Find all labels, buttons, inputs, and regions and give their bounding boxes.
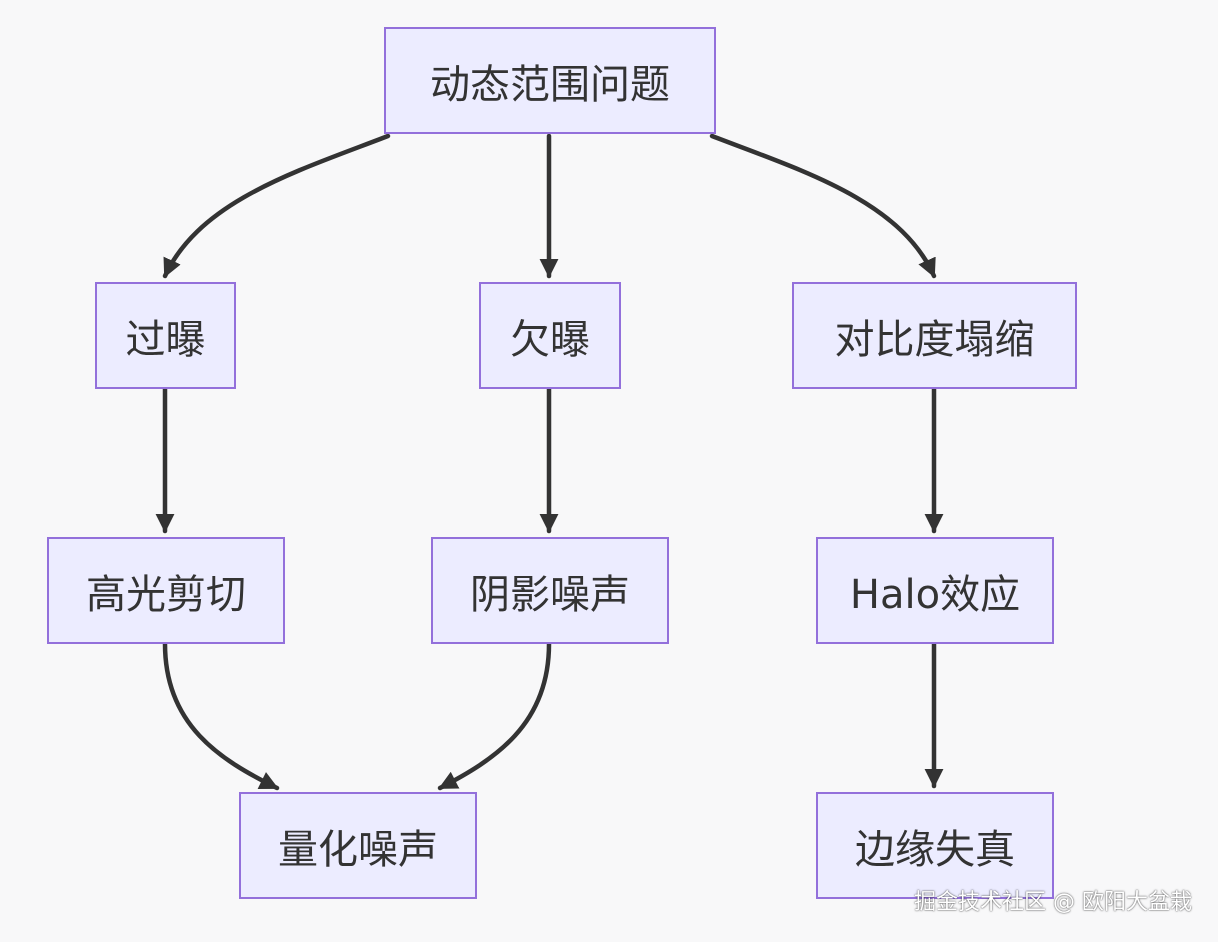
watermark-text: 掘金技术社区 @ 欧阳大盆栽 (914, 890, 1192, 915)
node-highlight-clipping: 高光剪切 (47, 537, 285, 644)
node-shadow-noise: 阴影噪声 (431, 537, 669, 644)
edge-shadow-noise-to-quantization-noise (437, 641, 552, 791)
node-quantization-noise: 量化噪声 (239, 792, 477, 899)
node-overexposure: 过曝 (95, 282, 236, 389)
node-edge-distortion: 边缘失真 (816, 792, 1054, 899)
node-dynamic-range-problem: 动态范围问题 (384, 27, 716, 134)
node-contrast-collapse: 对比度塌缩 (792, 282, 1077, 389)
edge-root-to-overexposure (162, 133, 391, 279)
node-underexposure: 欠曝 (479, 282, 621, 389)
node-halo-effect: Halo效应 (816, 537, 1054, 644)
edge-highlight-clipping-to-quantization-noise (162, 641, 280, 791)
edge-root-to-contrast-collapse (709, 133, 937, 279)
